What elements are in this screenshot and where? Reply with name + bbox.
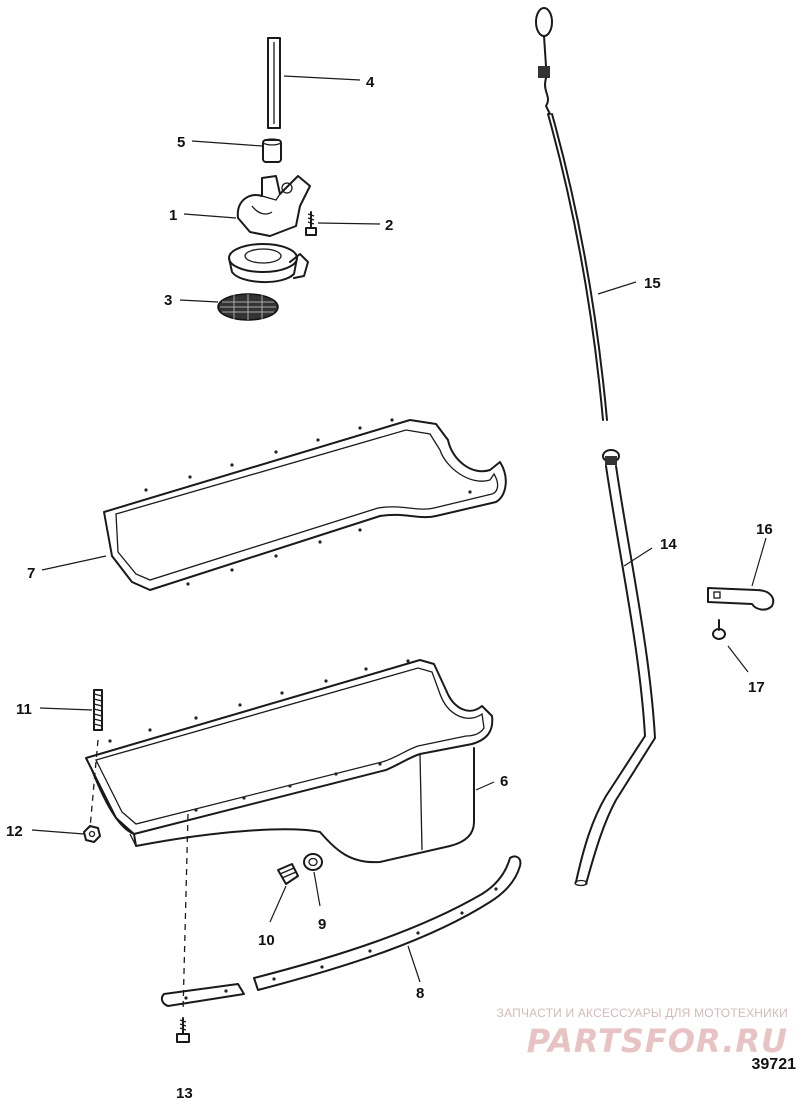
callout-12: 12 [6, 823, 23, 840]
figure-number: 39721 [751, 1056, 797, 1073]
watermark-caption: ЗАПЧАСТИ И АКСЕССУАРЫ ДЛЯ МОТОТЕХНИКИ [496, 1006, 788, 1020]
part-9-washer [303, 853, 323, 871]
callout-6: 6 [500, 773, 508, 790]
part-11-stud [93, 689, 103, 731]
callout-5: 5 [177, 134, 185, 151]
part-3-screen [217, 293, 279, 321]
callout-2: 2 [385, 217, 393, 234]
callout-9: 9 [318, 916, 326, 933]
leader-lines [31, 75, 767, 983]
part-10-drain-plug [277, 863, 299, 885]
part-8-seal-strips [160, 855, 522, 1007]
callout-11: 11 [16, 701, 32, 718]
part-15-dipstick [535, 7, 608, 421]
callout-1: 1 [169, 207, 177, 224]
part-7-gasket [103, 418, 507, 591]
part-17-screw [712, 619, 726, 640]
callout-8: 8 [416, 985, 424, 1002]
alignment-lines [89, 739, 189, 1013]
part-13-bolt [176, 1017, 190, 1043]
callout-15: 15 [644, 275, 661, 292]
part-14-dipstick-tube [574, 449, 656, 887]
callout-13: 13 [176, 1085, 193, 1102]
watermark: ЗАПЧАСТИ И АКСЕССУАРЫ ДЛЯ МОТОТЕХНИКИ PA… [488, 1006, 788, 1060]
callout-14: 14 [660, 536, 677, 553]
callout-17: 17 [748, 679, 765, 696]
callout-7: 7 [27, 565, 35, 582]
watermark-logo: PARTSFOR.RU [526, 1022, 788, 1060]
part-12-nut [83, 825, 101, 843]
callout-10: 10 [258, 932, 275, 949]
part-5-sleeve [262, 138, 282, 163]
part-1-oil-pump [228, 175, 311, 284]
callout-labels: 1 2 3 4 5 6 7 8 9 10 11 12 13 14 15 16 1… [6, 74, 773, 1102]
part-6-oil-pan [85, 659, 494, 864]
callout-4: 4 [366, 74, 375, 91]
callout-3: 3 [164, 292, 172, 309]
part-4-pickup-tube [267, 37, 281, 129]
part-2-bolt [305, 211, 317, 236]
callout-16: 16 [756, 521, 773, 538]
part-16-clip [707, 587, 775, 611]
